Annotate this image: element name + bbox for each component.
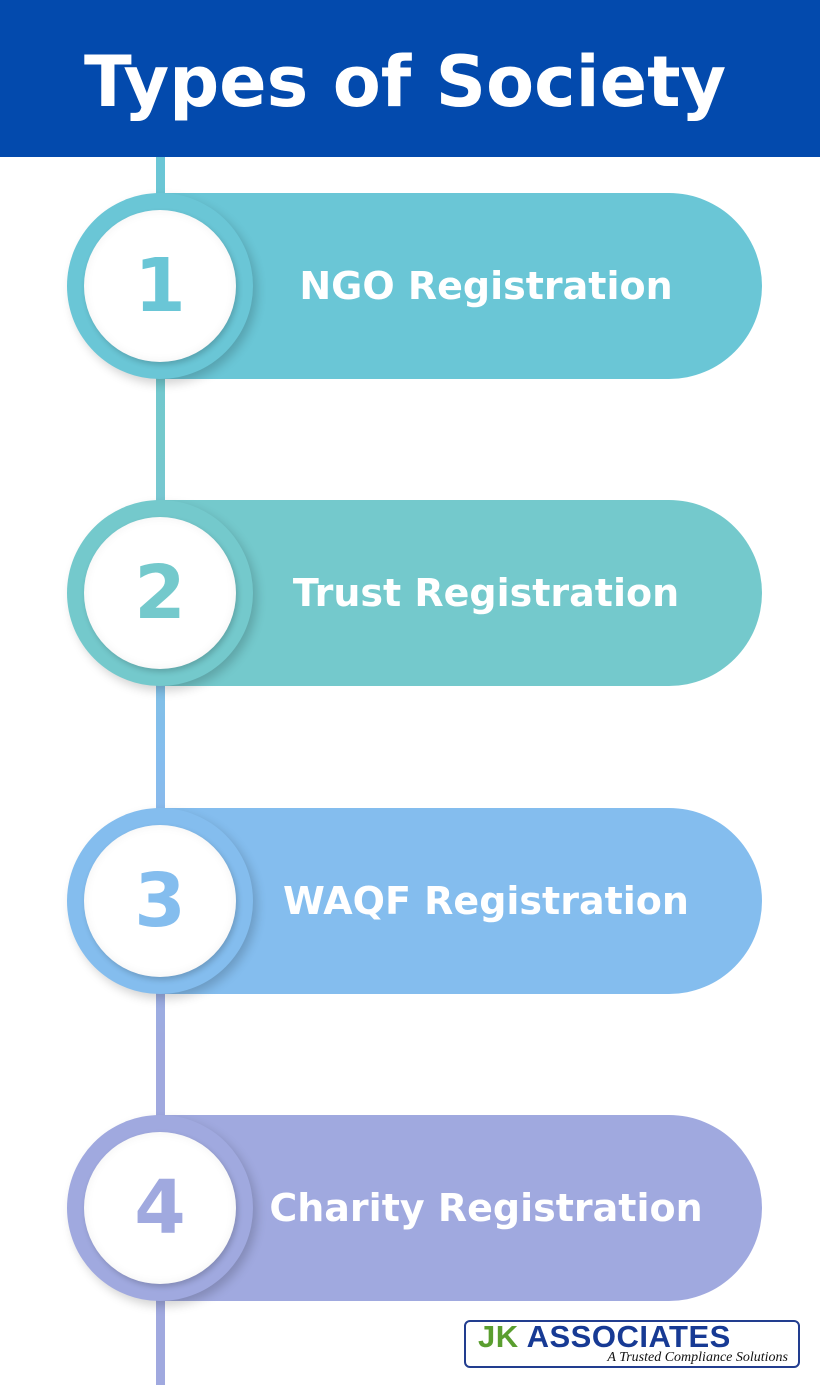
jk-associates-logo: JK ASSOCIATES A Trusted Compliance Solut… <box>464 1320 800 1368</box>
step-card-ngo: NGO Registration <box>160 193 762 379</box>
step-card-charity: Charity Registration <box>160 1115 762 1301</box>
step-number: 1 <box>134 243 186 329</box>
step-label: WAQF Registration <box>283 879 689 923</box>
logo-associates: ASSOCIATES <box>526 1319 731 1354</box>
step-number: 3 <box>134 858 186 944</box>
page-title: Types of Society <box>84 41 727 123</box>
step-number: 4 <box>134 1165 186 1251</box>
logo-jk: JK <box>478 1319 519 1354</box>
step-number: 2 <box>134 550 186 636</box>
title-banner: Types of Society <box>0 0 820 157</box>
step-number-disc: 4 <box>84 1132 236 1284</box>
step-label: NGO Registration <box>299 264 673 308</box>
step-card-waqf: WAQF Registration <box>160 808 762 994</box>
step-label: Charity Registration <box>269 1186 703 1230</box>
step-number-disc: 2 <box>84 517 236 669</box>
step-badge: 3 <box>67 808 253 994</box>
logo-wordmark: JK ASSOCIATES <box>478 1320 731 1354</box>
step-label: Trust Registration <box>292 571 680 615</box>
step-card-trust: Trust Registration <box>160 500 762 686</box>
step-badge: 4 <box>67 1115 253 1301</box>
step-number-disc: 1 <box>84 210 236 362</box>
logo-tagline: A Trusted Compliance Solutions <box>607 1350 788 1365</box>
step-badge: 1 <box>67 193 253 379</box>
step-badge: 2 <box>67 500 253 686</box>
step-number-disc: 3 <box>84 825 236 977</box>
